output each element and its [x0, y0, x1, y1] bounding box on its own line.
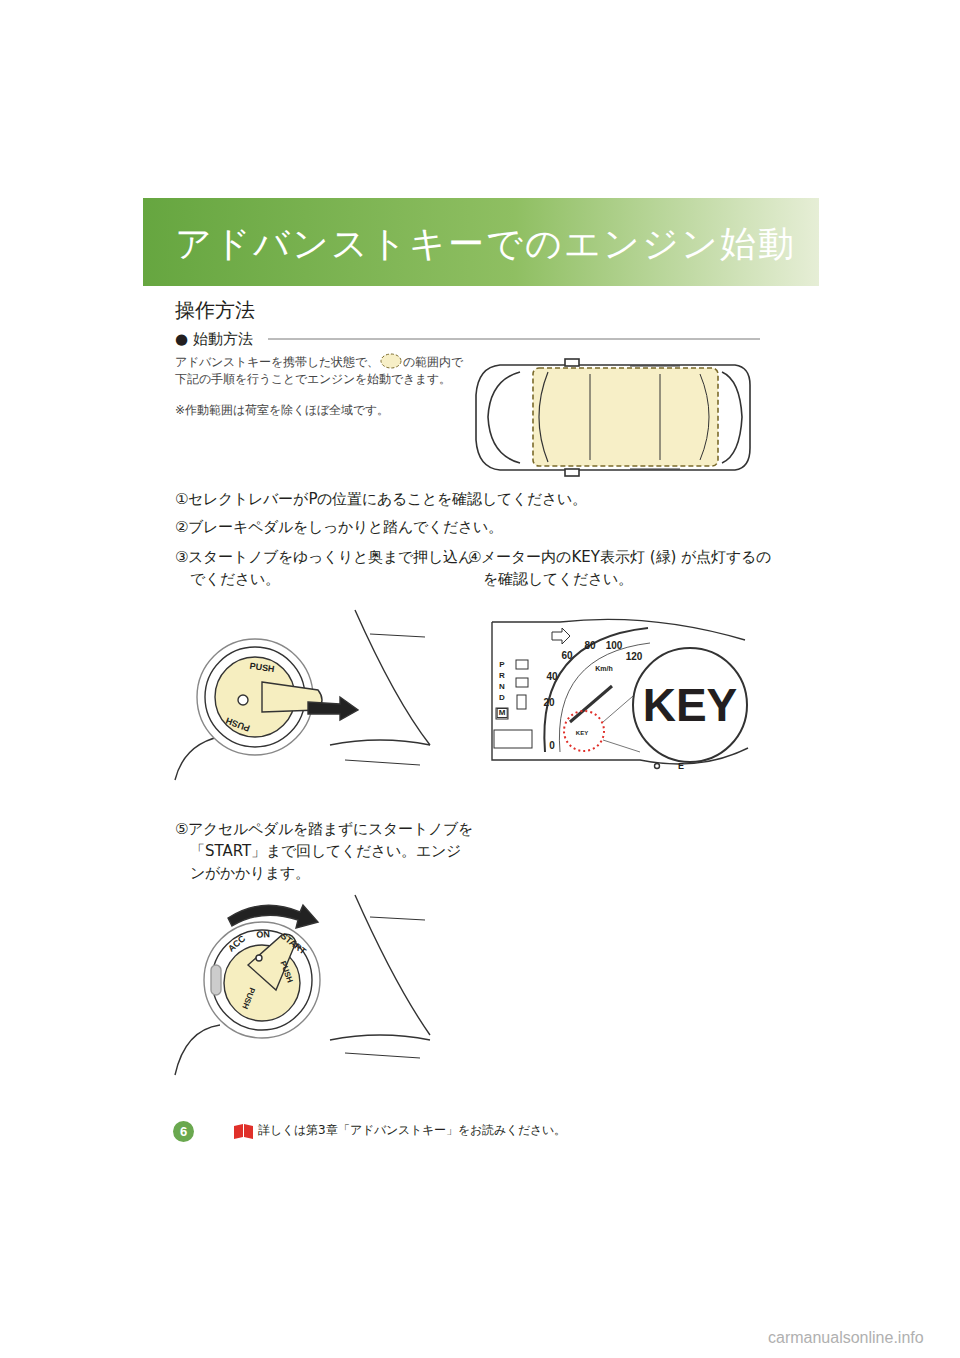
- speed-number: 60: [561, 651, 572, 661]
- book-icon: [234, 1124, 253, 1139]
- title-band: [143, 198, 819, 286]
- knob-label: PUSH: [225, 715, 252, 732]
- knob-position: ON: [256, 930, 270, 940]
- speed-number: 20: [543, 698, 554, 708]
- subheading: ● 始動方法: [175, 330, 253, 349]
- speed-number: 80: [584, 641, 595, 651]
- knob-label: PUSH: [240, 986, 256, 1010]
- gear-letter: P: [499, 661, 504, 669]
- step-text: ③スタートノブをゆっくりと奥まで押し込んでください。: [175, 546, 475, 590]
- gear-letter: N: [499, 683, 505, 691]
- start-knob-push: [175, 610, 430, 780]
- page-title: アドバンストキーでのエンジン始動: [175, 221, 796, 266]
- meter-cluster: [492, 619, 748, 768]
- node-text: KEY: [643, 682, 738, 728]
- indicator-label: KEY: [576, 730, 588, 736]
- step-text: ①セレクトレバーがPの位置にあることを確認してください。: [175, 490, 588, 509]
- intro-text: アドバンストキーを携帯した状態で、: [175, 355, 379, 369]
- magnified-indicator: KEY: [632, 647, 748, 763]
- node-text: 6: [180, 1125, 187, 1138]
- speed-number: 120: [626, 652, 643, 662]
- reference-note: 詳しくは第3章「アドバンストキー」をお読みください。: [258, 1123, 566, 1138]
- knob-label: PUSH: [278, 960, 293, 984]
- start-knob-turn: [175, 895, 430, 1075]
- speed-number: 100: [606, 641, 623, 651]
- rule-line: [268, 339, 760, 340]
- step-text: ⑤アクセルペダルを踏まずにスタートノブを「START」まで回してください。エンジ…: [175, 818, 475, 884]
- gear-letter: D: [499, 694, 505, 702]
- intro-paragraph: アドバンストキーを携帯した状態で、の範囲内で下記の手順を行うことでエンジンを始動…: [175, 353, 465, 387]
- gear-letter: M: [497, 708, 508, 718]
- speed-number: 40: [546, 672, 557, 682]
- step-text: ②ブレーキペダルをしっかりと踏んでください。: [175, 518, 503, 537]
- watermark: carmanualsonline.info: [768, 1328, 924, 1348]
- car-top-view: [476, 359, 750, 476]
- unit-label: Km/h: [595, 665, 613, 672]
- gear-letter: R: [499, 672, 505, 680]
- knob-position: START: [279, 931, 308, 956]
- knob-label: PUSH: [249, 662, 275, 674]
- range-icon: [379, 353, 403, 369]
- fuel-label: E: [678, 762, 684, 771]
- step-text: ④メーター内のKEY表示灯 (緑) が点灯するのを確認してください。: [468, 546, 778, 590]
- section-heading: 操作方法: [175, 298, 255, 323]
- note-text: ※作動範囲は荷室を除くほぼ全域です。: [175, 403, 389, 418]
- page-number-badge: 6: [173, 1121, 194, 1142]
- speed-number: 0: [549, 741, 555, 751]
- knob-position: ACC: [227, 934, 248, 953]
